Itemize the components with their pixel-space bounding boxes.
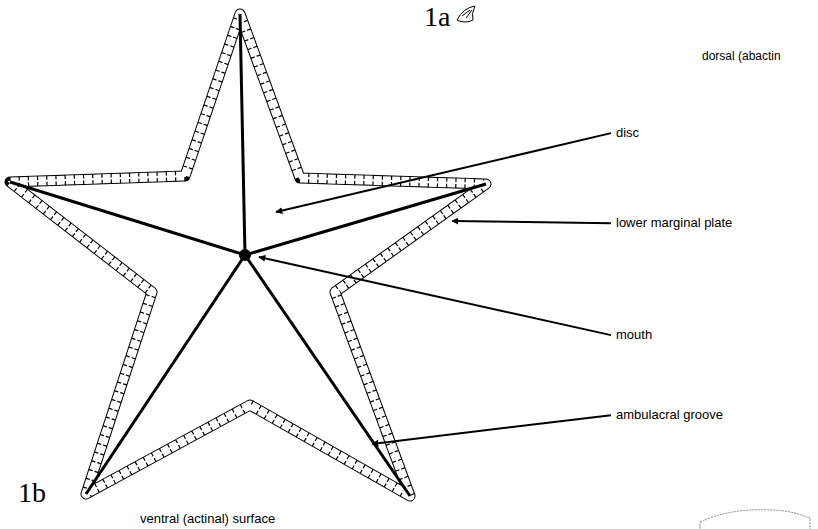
leader-arrow <box>452 221 611 223</box>
ambulacral-groove-line <box>86 255 245 494</box>
part-label: mouth <box>616 328 652 342</box>
marginal-plates <box>10 14 486 496</box>
ambulacral-groove-line <box>245 255 410 496</box>
ambulacral-groove-line <box>10 182 245 255</box>
ambulacral-groove-line <box>245 184 486 255</box>
part-label: disc <box>616 126 639 140</box>
mouth-dot <box>239 249 251 261</box>
figure-number: 1b <box>18 478 46 509</box>
plate-seam <box>10 14 486 496</box>
ambulacral-groove-line <box>240 14 245 255</box>
part-label: lower marginal plate <box>616 216 732 230</box>
arm-sketch <box>457 6 475 22</box>
marginal-plates <box>10 14 486 496</box>
leader-arrow <box>372 415 611 444</box>
part-label: ambulacral groove <box>616 408 723 422</box>
figure-number: 1a <box>424 2 450 33</box>
view-caption: ventral (actinal) surface <box>140 512 275 526</box>
view-caption: dorsal (abactin <box>702 50 781 63</box>
leader-arrow <box>259 257 611 335</box>
leader-arrow <box>276 133 611 212</box>
arm-sketch <box>700 510 810 529</box>
